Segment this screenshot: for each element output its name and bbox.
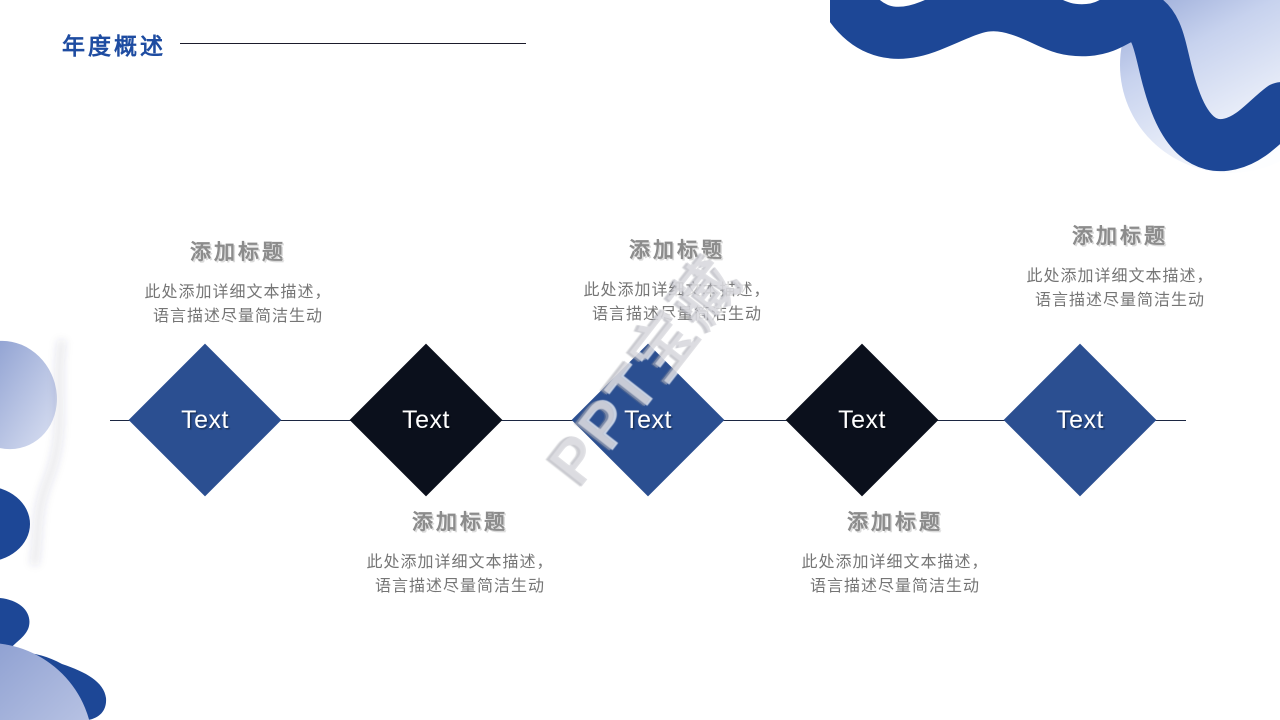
- step-title: 添加标题: [190, 241, 286, 264]
- step-text-block-3: 添加标题 此处添加详细文本描述， 语言描述尽量简洁生动: [547, 234, 807, 327]
- step-text-block-2: 添加标题 此处添加详细文本描述， 语言描述尽量简洁生动: [330, 506, 590, 599]
- step-title: 添加标题: [1072, 225, 1168, 248]
- step-text-block-4: 添加标题 此处添加详细文本描述， 语言描述尽量简洁生动: [765, 506, 1025, 599]
- step-title: 添加标题: [847, 511, 943, 534]
- step-desc-line: 语言描述尽量简洁生动: [809, 578, 980, 595]
- step-text-block-5: 添加标题 此处添加详细文本描述， 语言描述尽量简洁生动: [990, 220, 1250, 313]
- node-label: Text: [1056, 405, 1104, 434]
- step-desc-line: 此处添加详细文本描述，: [583, 282, 771, 299]
- node-label: Text: [838, 405, 886, 434]
- lavender-circle-shape: [0, 643, 90, 720]
- timeline-node-3: Text: [571, 343, 725, 497]
- edge-blue-blob-shape: [0, 488, 30, 560]
- page-title: 年度概述: [62, 33, 166, 59]
- step-desc-line: 此处添加详细文本描述，: [144, 284, 332, 301]
- lavender-teardrop-shape: [0, 340, 57, 450]
- step-desc-line: 此处添加详细文本描述，: [366, 554, 554, 571]
- node-label: Text: [402, 405, 450, 434]
- title-underline: [180, 43, 526, 44]
- soft-shadow-curve: [29, 339, 67, 566]
- node-label: Text: [181, 405, 229, 434]
- timeline-node-4: Text: [785, 343, 939, 497]
- timeline-node-5: Text: [1003, 343, 1157, 497]
- step-desc-line: 语言描述尽量简洁生动: [374, 578, 545, 595]
- step-desc-line: 语言描述尽量简洁生动: [152, 308, 323, 325]
- wave-decoration-top-right: [830, 0, 1280, 173]
- step-text-block-1: 添加标题 此处添加详细文本描述， 语言描述尽量简洁生动: [108, 236, 368, 329]
- node-label: Text: [624, 405, 672, 434]
- wave-ribbon-shape: [830, 0, 1280, 172]
- timeline-node-1: Text: [128, 343, 282, 497]
- blob-decoration-bottom-left: [0, 339, 107, 720]
- timeline-node-2: Text: [349, 343, 503, 497]
- step-title: 添加标题: [412, 511, 508, 534]
- step-desc-line: 此处添加详细文本描述，: [1026, 268, 1214, 285]
- step-desc-line: 语言描述尽量简洁生动: [591, 306, 762, 323]
- step-title: 添加标题: [629, 239, 725, 262]
- step-desc-line: 此处添加详细文本描述，: [801, 554, 989, 571]
- step-desc-line: 语言描述尽量简洁生动: [1034, 292, 1205, 309]
